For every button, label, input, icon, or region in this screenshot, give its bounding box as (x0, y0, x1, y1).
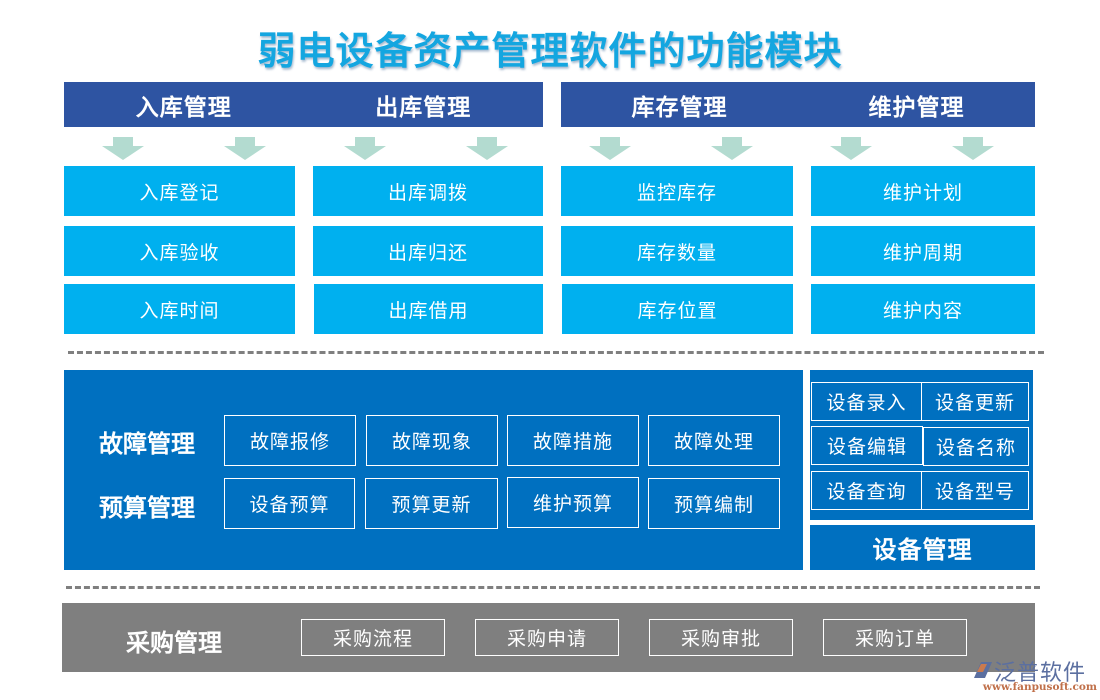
module-inbound-register[interactable]: 入库登记 (64, 166, 295, 216)
header-inbound: 入库管理 (135, 93, 232, 121)
module-inventory-monitor[interactable]: 监控库存 (561, 166, 793, 216)
module-maintenance-plan[interactable]: 维护计划 (811, 166, 1035, 216)
module-fault-handling[interactable]: 故障处理 (648, 415, 780, 466)
fanpu-logo: 泛普软件 www.fanpusoft.com (972, 655, 1097, 697)
header-bar-inout: 入库管理 出库管理 (64, 82, 543, 127)
page-title: 弱电设备资产管理软件的功能模块 (257, 28, 843, 73)
module-procurement-request[interactable]: 采购申请 (475, 619, 619, 656)
module-procurement-order[interactable]: 采购订单 (823, 619, 967, 656)
module-budget-compile[interactable]: 预算编制 (648, 478, 780, 529)
module-inventory-quantity[interactable]: 库存数量 (561, 226, 793, 276)
module-inventory-location[interactable]: 库存位置 (562, 284, 793, 334)
header-maintenance: 维护管理 (868, 93, 965, 121)
module-procurement-process[interactable]: 采购流程 (301, 619, 445, 656)
down-arrow-icon (952, 137, 994, 161)
procurement-panel: 采购管理 采购流程 采购申请 采购审批 采购订单 (62, 603, 1035, 672)
module-maintenance-content[interactable]: 维护内容 (811, 284, 1035, 334)
down-arrow-icon (344, 137, 386, 161)
header-inventory: 库存管理 (631, 93, 728, 121)
logo-mark-icon (974, 662, 992, 678)
module-outbound-transfer[interactable]: 出库调拨 (313, 166, 543, 216)
down-arrow-icon (589, 137, 631, 161)
fault-management-label: 故障管理 (99, 429, 195, 458)
down-arrow-icon (711, 137, 753, 161)
down-arrow-icon (224, 137, 266, 161)
module-device-budget[interactable]: 设备预算 (224, 478, 355, 529)
module-device-name[interactable]: 设备名称 (923, 427, 1029, 466)
module-device-update[interactable]: 设备更新 (921, 382, 1029, 421)
device-management-panel: 设备录入 设备更新 设备编辑 设备名称 设备查询 设备型号 (810, 370, 1033, 520)
module-maintenance-cycle[interactable]: 维护周期 (811, 226, 1035, 276)
module-outbound-borrow[interactable]: 出库借用 (314, 284, 543, 334)
module-procurement-approval[interactable]: 采购审批 (649, 619, 793, 656)
section-divider (68, 351, 1044, 354)
module-maintenance-budget[interactable]: 维护预算 (507, 477, 639, 528)
budget-management-label: 预算管理 (99, 493, 195, 522)
fault-budget-panel: 故障管理 预算管理 故障报修 故障现象 故障措施 故障处理 设备预算 预算更新 … (64, 370, 803, 570)
module-device-model[interactable]: 设备型号 (921, 471, 1029, 510)
module-inbound-time[interactable]: 入库时间 (64, 284, 295, 334)
section-divider (66, 586, 1040, 589)
module-device-query[interactable]: 设备查询 (811, 471, 922, 510)
down-arrow-icon (466, 137, 508, 161)
module-budget-update[interactable]: 预算更新 (365, 478, 498, 529)
module-fault-symptom[interactable]: 故障现象 (366, 415, 498, 466)
module-device-edit[interactable]: 设备编辑 (811, 426, 923, 465)
logo-url: www.fanpusoft.com (982, 681, 1097, 693)
device-management-label: 设备管理 (810, 525, 1035, 570)
module-fault-report[interactable]: 故障报修 (224, 415, 356, 466)
module-fault-measure[interactable]: 故障措施 (507, 415, 639, 466)
down-arrow-icon (102, 137, 144, 161)
module-device-entry[interactable]: 设备录入 (811, 382, 922, 421)
module-inbound-inspection[interactable]: 入库验收 (64, 226, 295, 276)
header-bar-stock-maint: 库存管理 维护管理 (561, 82, 1035, 127)
procurement-management-label: 采购管理 (126, 628, 222, 657)
down-arrow-icon (830, 137, 872, 161)
module-outbound-return[interactable]: 出库归还 (313, 226, 543, 276)
header-outbound: 出库管理 (375, 93, 472, 121)
logo-name: 泛普软件 (994, 661, 1087, 686)
